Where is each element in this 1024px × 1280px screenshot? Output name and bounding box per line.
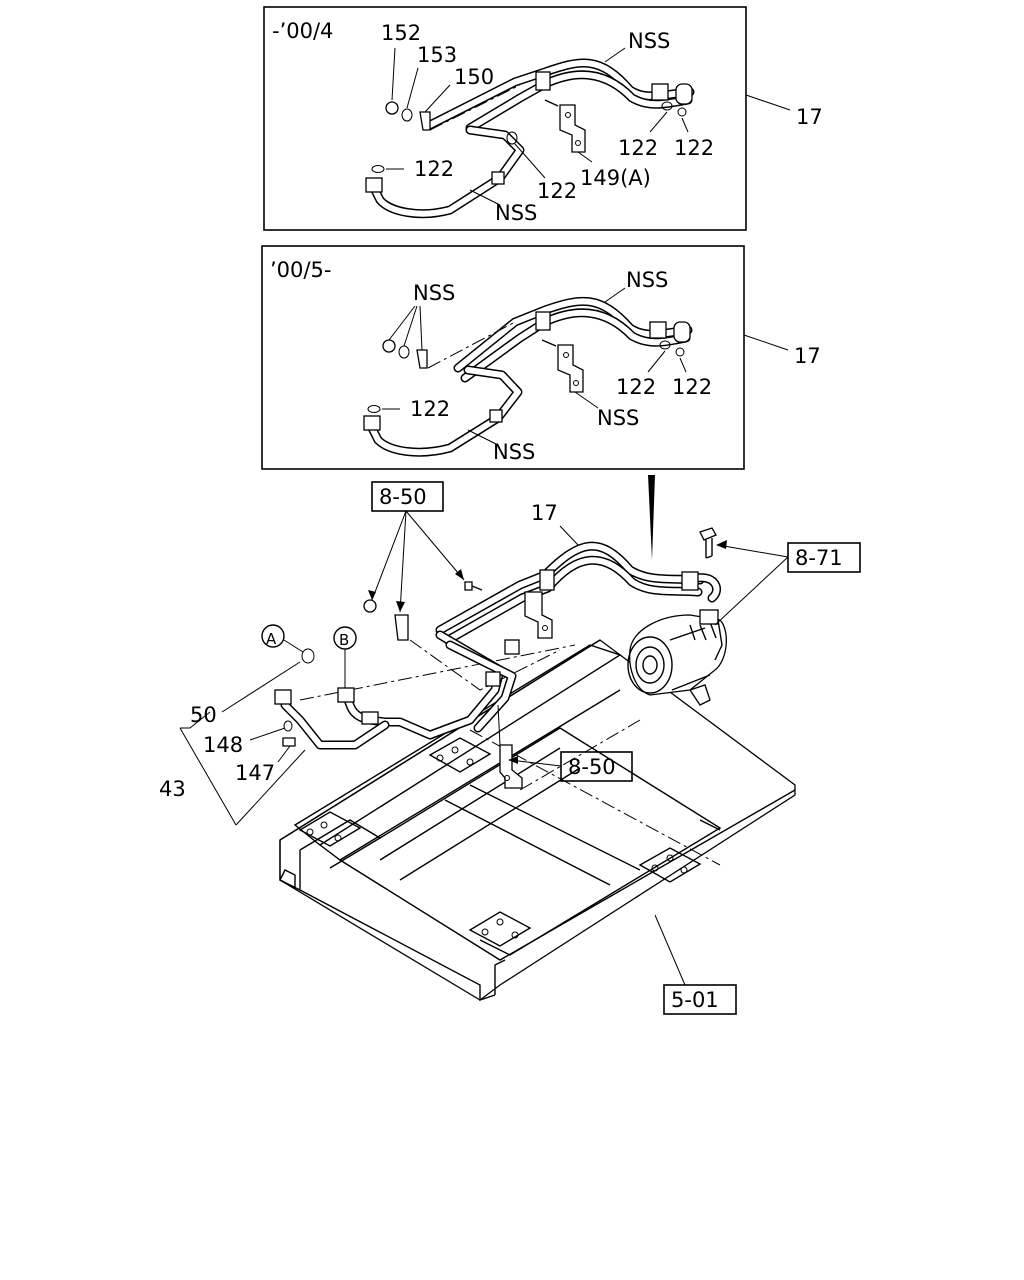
compressor: [627, 609, 727, 706]
label-147: 147: [235, 761, 275, 785]
ref-box-501[interactable]: [663, 984, 737, 1015]
oring-122-mid: [506, 131, 518, 145]
fitting-a: [274, 689, 292, 705]
inset-early-model: -’00/4: [263, 6, 823, 231]
clip-150: [419, 111, 431, 131]
label-149a: 149(A): [580, 166, 651, 190]
pipe-bracket-lower: [499, 744, 523, 789]
inset-2-frame: [261, 245, 745, 470]
bracket-149a: [559, 104, 586, 153]
callout-a-label: A: [266, 630, 277, 648]
label-nss-bottom: NSS: [495, 201, 537, 225]
fitting-compressor: [681, 571, 699, 591]
oring-a: [301, 648, 315, 664]
callout-a: [261, 624, 285, 648]
label-43: 43: [159, 777, 186, 801]
oring-148: [283, 720, 293, 732]
label-122-left: 122: [410, 397, 450, 421]
clip-850: [394, 614, 409, 641]
fitting-upper-clamp: [539, 569, 555, 591]
label-nss-bottom: NSS: [493, 440, 535, 464]
label-150: 150: [454, 65, 494, 89]
label-122-r1: 122: [616, 375, 656, 399]
nut-850: [363, 599, 377, 613]
ref-871[interactable]: 8-71: [795, 546, 843, 570]
label-122-mid: 122: [537, 179, 577, 203]
bolt-850: [464, 581, 473, 591]
ref-850-top[interactable]: 8-50: [379, 485, 427, 509]
fitting-mid: [535, 71, 551, 91]
callout-b-label: B: [339, 631, 349, 649]
label-122-r2: 122: [672, 375, 712, 399]
oring-122-r1: [661, 101, 673, 111]
label-122-left: 122: [414, 157, 454, 181]
label-122-r2: 122: [674, 136, 714, 160]
fitting-b: [337, 687, 355, 703]
nut-147: [282, 737, 296, 747]
label-17-main: 17: [531, 501, 558, 525]
inset-1-frame: [263, 6, 747, 231]
label-17: 17: [794, 344, 821, 368]
pipe-bracket-upper: [524, 591, 553, 639]
label-nss-top: NSS: [626, 268, 668, 292]
label-nss-clip: NSS: [413, 281, 455, 305]
bolt-871: [699, 527, 717, 559]
ref-501[interactable]: 5-01: [671, 988, 719, 1012]
ref-box-850-mid[interactable]: [560, 751, 633, 782]
main-assembly-view: A B 8-50 8-71 8-50 5-01 17: [159, 481, 861, 1015]
ref-850-mid[interactable]: 8-50: [568, 755, 616, 779]
fitting-lower: [491, 171, 505, 185]
label-nss-top: NSS: [628, 29, 670, 53]
inset-1-range: -’00/4: [272, 19, 333, 43]
label-153: 153: [417, 43, 457, 67]
inset-late-model: ’00/5- NSS NSS 122 12: [261, 245, 821, 470]
fitting-end: [675, 83, 693, 105]
oring-122-left: [371, 165, 385, 173]
label-152: 152: [381, 21, 421, 45]
label-17: 17: [796, 105, 823, 129]
washer-153: [401, 108, 413, 122]
label-nss-bracket: NSS: [597, 406, 639, 430]
view-pointer: [648, 475, 655, 560]
inset-2-range: ’00/5-: [270, 258, 331, 282]
fitting-left: [365, 177, 383, 193]
label-122-r1: 122: [618, 136, 658, 160]
nut-152: [385, 101, 399, 115]
fitting-right: [651, 83, 669, 101]
oring-122-r2: [677, 107, 687, 117]
ref-box-850-top[interactable]: [371, 481, 444, 512]
chassis-frame: [279, 639, 796, 1001]
label-50: 50: [190, 703, 217, 727]
label-148: 148: [203, 733, 243, 757]
